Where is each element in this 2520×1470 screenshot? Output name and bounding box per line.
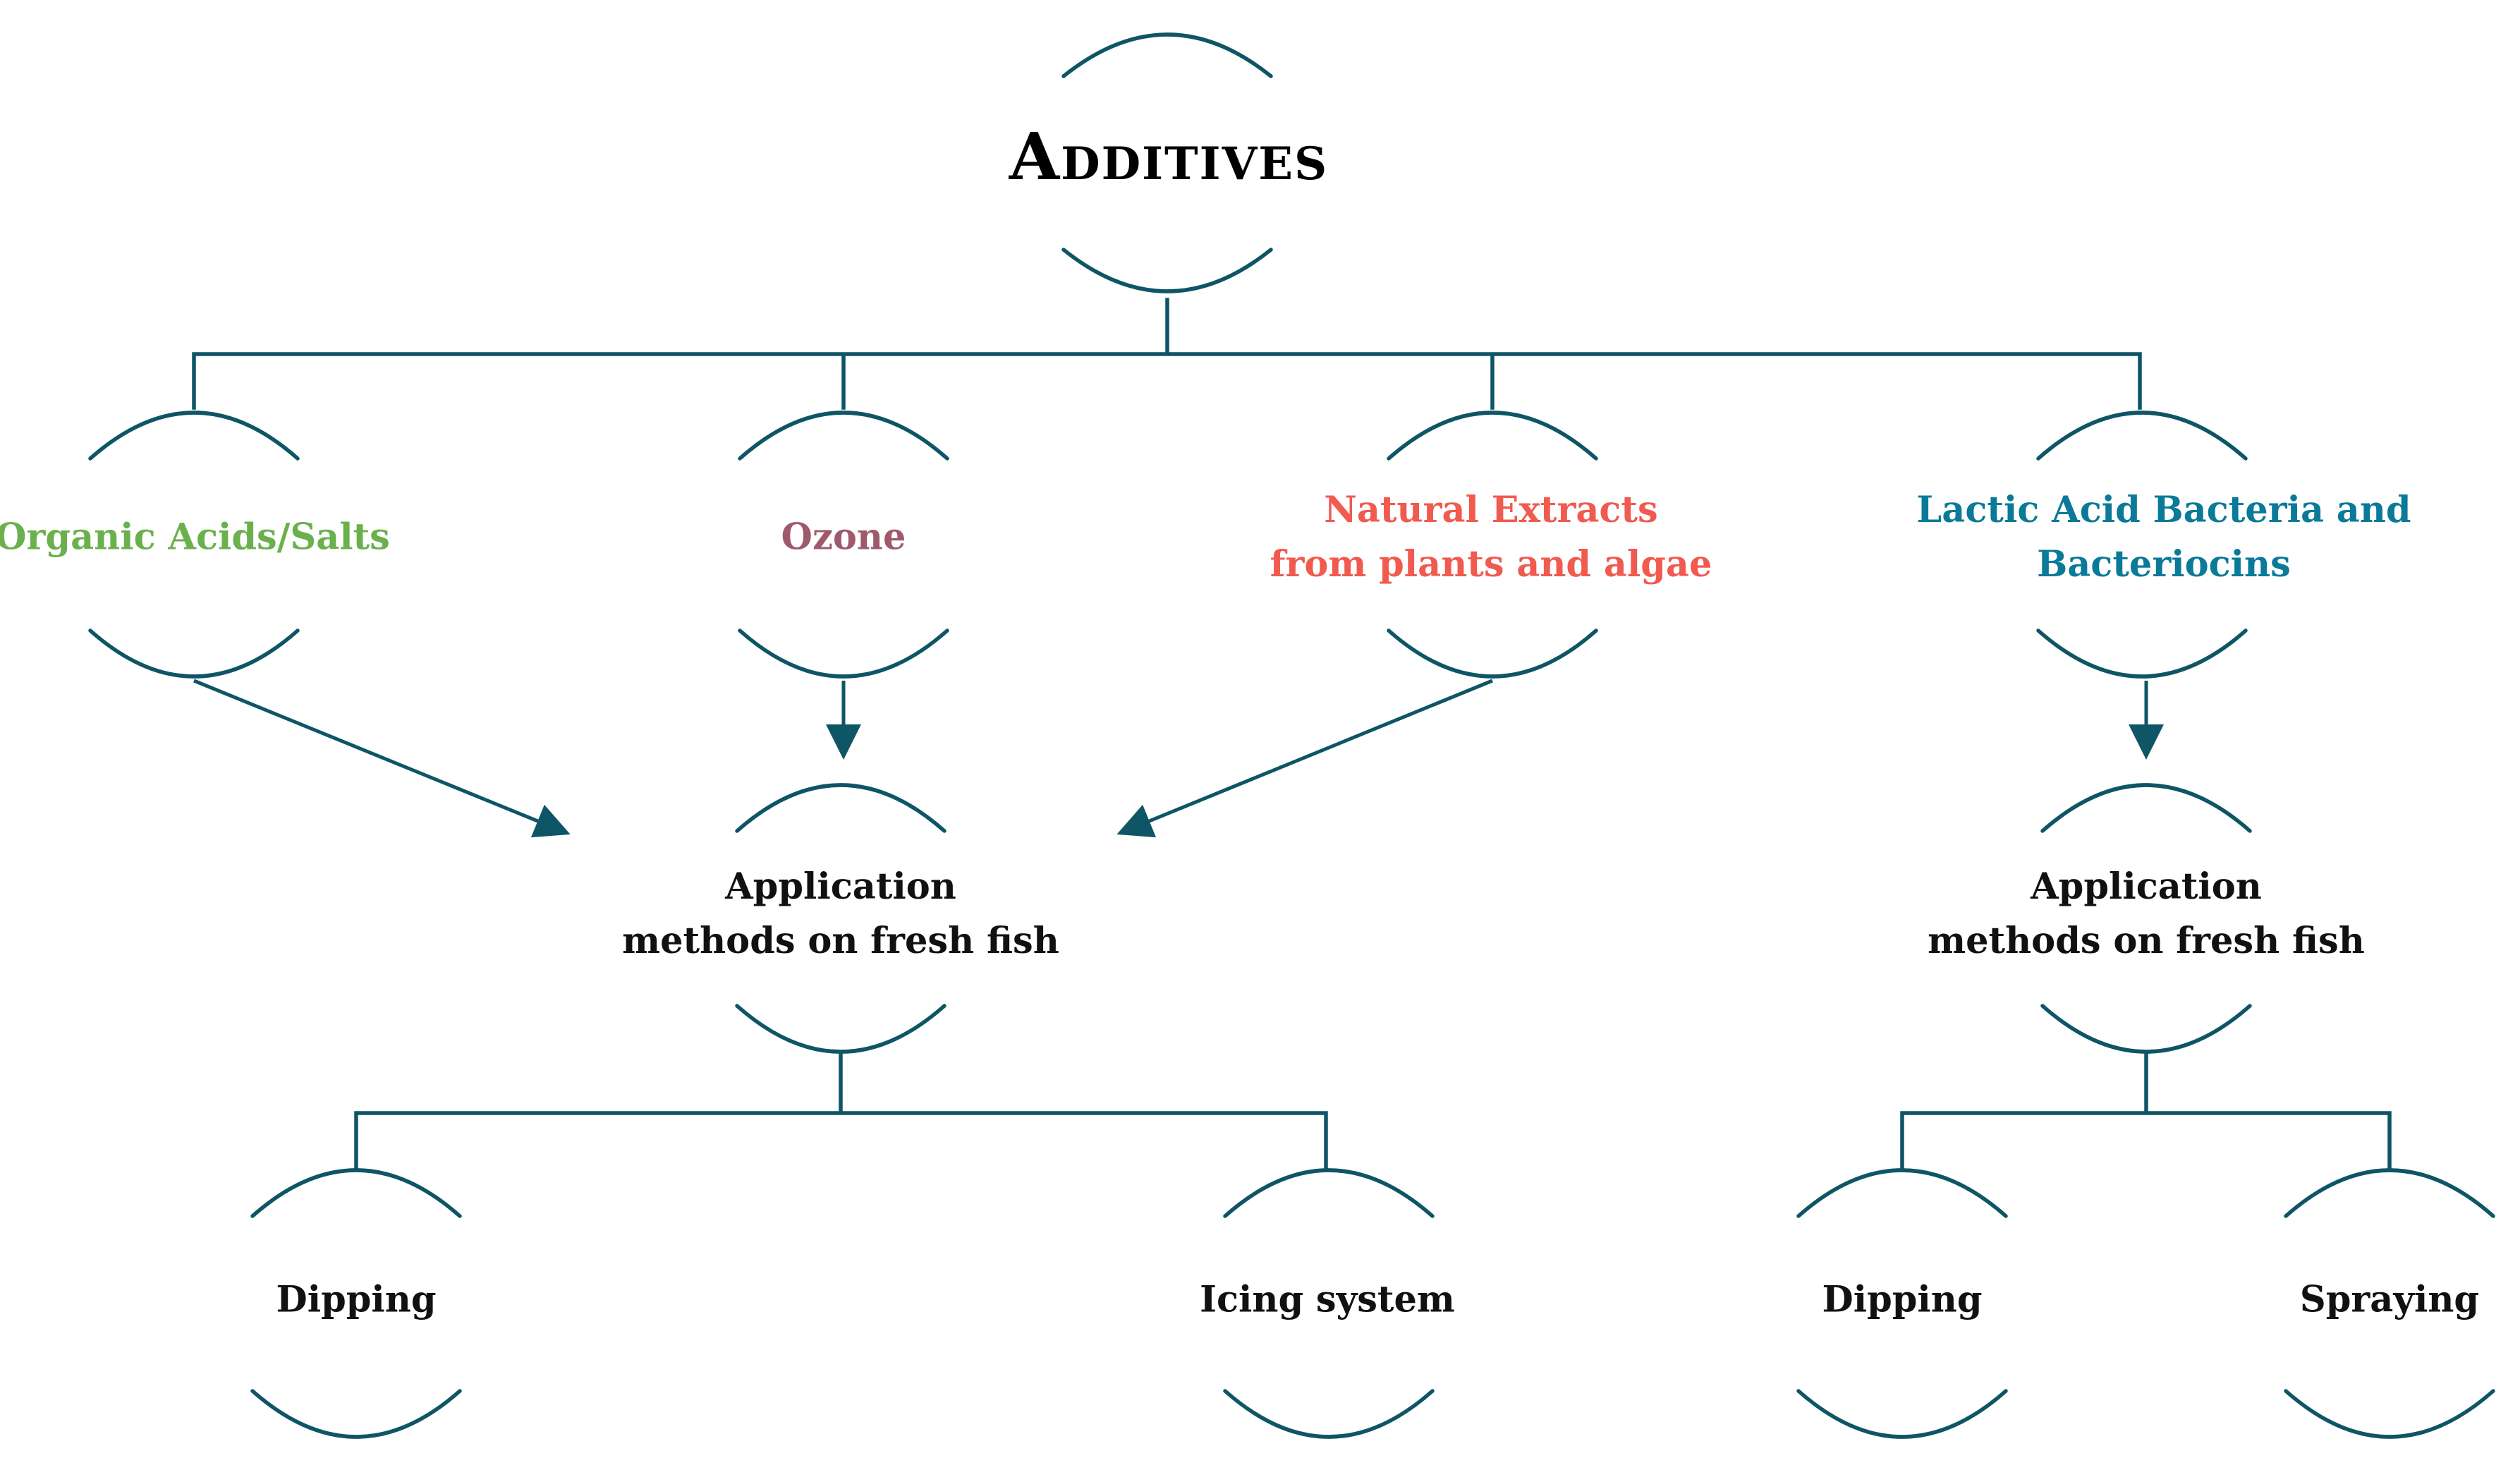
app-right-node-line2: methods on fresh fish [1928,920,2365,962]
app-left-node-label: Application methods on fresh fish [622,860,1059,968]
arrow-natural-to-application [1116,679,1493,838]
dip-left-node-text: Dipping [276,1278,437,1321]
lactic-node-frame [2036,411,2248,679]
natural-node-line1: Natural Extracts [1324,489,1658,531]
arrow-organic-to-application [193,679,571,838]
organic-node-frame [88,411,300,679]
lactic-node-line2: Bacteriocins [2037,543,2291,585]
root-branch-connector [192,298,2142,410]
app-left-node-line2: methods on fresh fish [622,920,1059,962]
dip-left-node-label: Dipping [276,1273,436,1328]
dip-right-node-label: Dipping [1822,1273,1982,1328]
natural-node-line2: from plants and algae [1270,543,1712,585]
ozone-node-label: Ozone [781,511,906,565]
node-frames [88,32,2495,1439]
lactic-node-label: Lactic Acid Bacteria and Bacteriocins [1916,483,2411,592]
organic-node-label: Organic Acids/Salts [0,511,390,565]
app-right-branch-connector [1900,1053,2392,1170]
lactic-node-line1: Lactic Acid Bacteria and [1916,489,2411,531]
app-left-branch-connector [354,1053,1328,1170]
natural-node-frame [1387,411,1598,679]
dip-left-node-frame [250,1168,462,1439]
icing-node-frame [1223,1168,1435,1439]
dip-right-node-frame [1796,1168,2008,1439]
natural-node-label: Natural Extracts from plants and algae [1270,483,1712,592]
icing-node-label: Icing system [1200,1273,1455,1328]
app-right-node-frame [2040,783,2252,1054]
root-node-frame [1061,32,1273,293]
icing-node-text: Icing system [1200,1278,1455,1321]
app-right-node-line1: Application [2031,865,2262,908]
spraying-node-label: Spraying [2300,1273,2479,1328]
dip-right-node-text: Dipping [1822,1278,1983,1321]
root-node-label: Additives [1009,118,1329,195]
organic-node-text: Organic Acids/Salts [0,516,390,559]
spraying-node-text: Spraying [2299,1278,2480,1321]
spraying-node-frame [2284,1168,2495,1439]
app-right-node-label: Application methods on fresh fish [1928,860,2365,968]
connectors [192,298,2392,1170]
ozone-node-text: Ozone [781,516,906,559]
app-left-node-frame [735,783,946,1054]
arrows [193,679,2164,838]
root-node-text: Additives [1009,119,1329,195]
ozone-node-frame [738,411,949,679]
app-left-node-line1: Application [725,865,956,908]
